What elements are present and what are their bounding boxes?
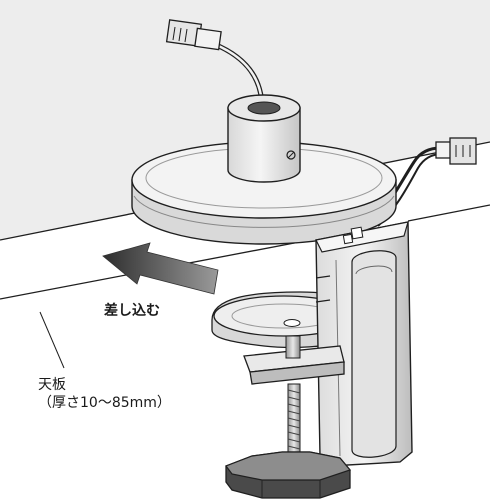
insert-label: 差し込む xyxy=(104,303,160,319)
base-stem xyxy=(227,94,301,183)
clamp-lower-arm xyxy=(243,345,345,385)
desk-label: 天板 xyxy=(38,377,66,393)
desk-edge-bottom-right xyxy=(407,204,490,222)
clamp-column xyxy=(315,221,413,467)
desk-leader-line xyxy=(39,311,65,369)
clamp-screw xyxy=(285,335,301,457)
clamp-knob xyxy=(225,451,352,499)
connector-plug-top-icon xyxy=(165,19,222,51)
desk-thickness-label: （厚さ10〜85mm） xyxy=(38,395,171,411)
insert-arrow-icon xyxy=(102,242,219,295)
connector-plug-side-icon xyxy=(435,137,477,165)
